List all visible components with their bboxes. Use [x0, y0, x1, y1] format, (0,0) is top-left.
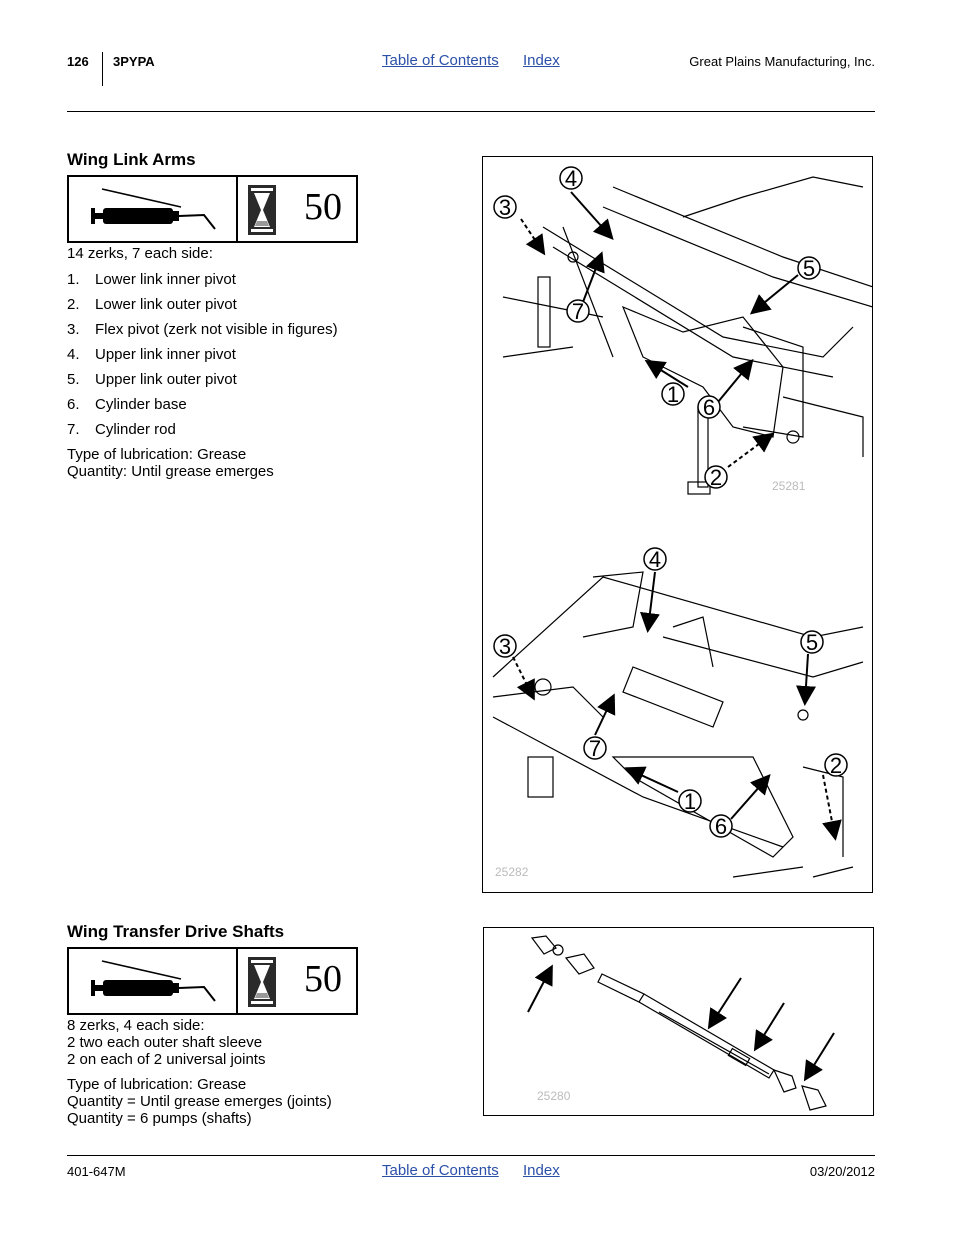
list-item: 5.Upper link outer pivot — [67, 371, 237, 388]
callout-arrows-bottom — [512, 571, 842, 841]
callout-arrows-top — [520, 191, 799, 468]
footer-index-link[interactable]: Index — [523, 1162, 560, 1179]
zerk-count: 14 zerks, 7 each side: — [67, 245, 213, 262]
callout-3-bottom: 3 — [493, 634, 517, 659]
zerk-detail-joints: 2 on each of 2 universal joints — [67, 1051, 266, 1068]
lube-type: Type of lubrication: Grease — [67, 446, 247, 463]
lube-quantity-joints: Quantity = Until grease emerges (joints) — [67, 1093, 332, 1110]
svg-text:1: 1 — [684, 789, 696, 814]
wing-link-arms-figure: 4 3 5 7 1 6 2 25281 4 3 5 7 2 1 6 25282 — [482, 156, 874, 893]
svg-text:5: 5 — [806, 630, 818, 655]
grease-gun-icon — [69, 949, 238, 1013]
callout-6-bottom: 6 — [709, 814, 733, 839]
header-index-link[interactable]: Index — [523, 52, 560, 69]
callout-2-top: 2 — [704, 465, 728, 490]
svg-text:5: 5 — [803, 256, 815, 281]
interval-hours: 50 — [304, 186, 342, 228]
callout-7-bottom: 7 — [583, 736, 607, 761]
page-number: 126 — [67, 54, 89, 69]
callout-1-top: 1 — [661, 382, 685, 407]
link-arms-illustration: 4 3 5 7 1 6 2 25281 4 3 5 7 2 1 6 25282 — [492, 166, 874, 879]
list-item: 3.Flex pivot (zerk not visible in figure… — [67, 321, 338, 338]
list-item: 1.Lower link inner pivot — [67, 271, 236, 288]
product-code: 3PYPA — [113, 54, 155, 69]
figure-number: 25280 — [537, 1089, 571, 1103]
svg-text:3: 3 — [499, 634, 511, 659]
grease-gun-icon — [69, 177, 238, 241]
list-item: 6.Cylinder base — [67, 396, 187, 413]
hourglass-icon — [248, 185, 276, 235]
callout-4-top: 4 — [559, 166, 583, 191]
hour-interval: 50 — [238, 949, 356, 1013]
svg-text:2: 2 — [710, 465, 722, 490]
machine-drawing-bottom — [492, 571, 864, 878]
callout-6-top: 6 — [697, 395, 721, 420]
doc-number: 401-647M — [67, 1164, 126, 1179]
callout-5-top: 5 — [797, 256, 821, 281]
callout-1-bottom: 1 — [678, 789, 702, 814]
footer-toc-link[interactable]: Table of Contents — [382, 1162, 499, 1179]
callout-4-bottom: 4 — [643, 547, 667, 572]
lubrication-interval-box: 50 — [67, 947, 358, 1015]
machine-drawing-top — [502, 176, 874, 495]
lube-type: Type of lubrication: Grease — [67, 1076, 247, 1093]
lube-point-list: 1.Lower link inner pivot 2.Lower link ou… — [67, 271, 338, 446]
header-divider — [102, 52, 103, 86]
hour-interval: 50 — [238, 177, 356, 241]
svg-text:7: 7 — [589, 736, 601, 761]
svg-text:4: 4 — [565, 166, 577, 191]
callout-3-top: 3 — [493, 195, 517, 220]
svg-text:6: 6 — [703, 395, 715, 420]
header-toc-link[interactable]: Table of Contents — [382, 52, 499, 69]
section-title-wing-link-arms: Wing Link Arms — [67, 150, 196, 169]
lubrication-interval-box: 50 — [67, 175, 358, 243]
section-title-wing-transfer-drive-shafts: Wing Transfer Drive Shafts — [67, 922, 285, 941]
zerk-detail-sleeve: 2 two each outer shaft sleeve — [67, 1034, 263, 1051]
lube-quantity: Quantity: Until grease emerges — [67, 463, 274, 480]
shaft-drawing — [530, 935, 827, 1111]
company-name: Great Plains Manufacturing, Inc. — [689, 54, 875, 69]
list-item: 4.Upper link inner pivot — [67, 346, 236, 363]
figure-number-bottom: 25282 — [495, 865, 529, 879]
figure-number-top: 25281 — [772, 479, 806, 493]
callout-7-top: 7 — [566, 299, 590, 324]
svg-text:2: 2 — [830, 753, 842, 778]
svg-text:6: 6 — [715, 814, 727, 839]
svg-text:4: 4 — [649, 547, 661, 572]
drive-shaft-figure: 25280 — [483, 927, 874, 1116]
svg-text:7: 7 — [572, 299, 584, 324]
zerk-count: 8 zerks, 4 each side: — [67, 1017, 205, 1034]
svg-text:1: 1 — [667, 382, 679, 407]
revision-date: 03/20/2012 — [809, 1164, 875, 1179]
interval-hours: 50 — [304, 958, 342, 1000]
hourglass-icon — [248, 957, 276, 1007]
list-item: 2.Lower link outer pivot — [67, 296, 237, 313]
callout-5-bottom: 5 — [800, 630, 824, 655]
lube-arrows — [527, 964, 835, 1082]
footer-rule — [67, 1155, 875, 1156]
list-item: 7.Cylinder rod — [67, 421, 176, 438]
drive-shaft-illustration: 25280 — [527, 935, 835, 1111]
header-rule — [67, 111, 875, 112]
lube-quantity-shafts: Quantity = 6 pumps (shafts) — [67, 1110, 252, 1127]
svg-text:3: 3 — [499, 195, 511, 220]
callout-2-bottom: 2 — [824, 753, 848, 778]
